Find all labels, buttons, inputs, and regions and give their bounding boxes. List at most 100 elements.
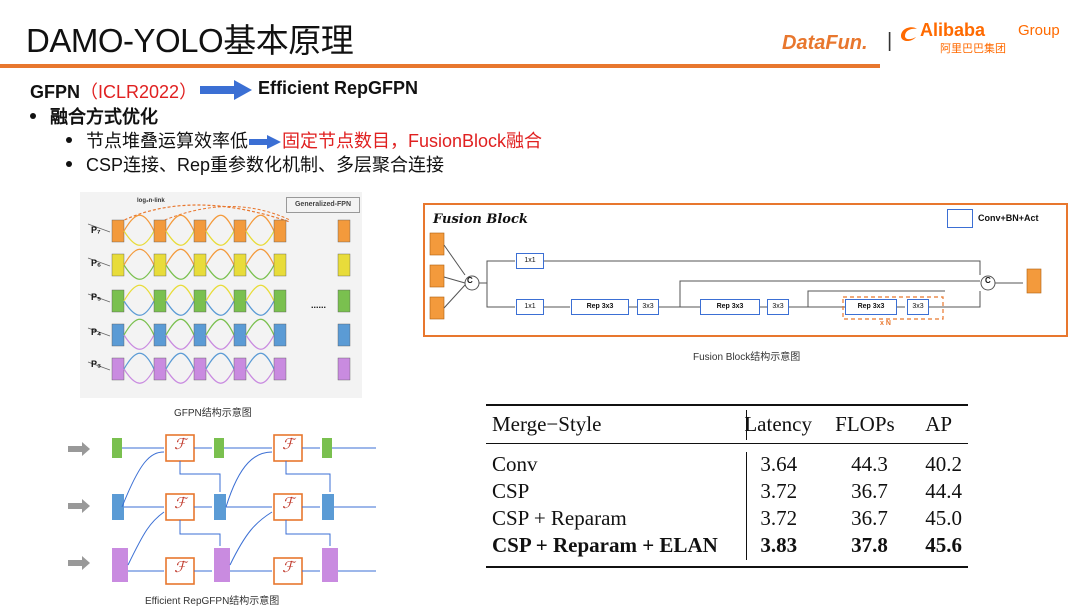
- feature-block: [153, 289, 167, 313]
- feature-block: [273, 357, 287, 381]
- cross-scale-link: [205, 318, 235, 336]
- feature-block: [111, 219, 125, 243]
- fusion-symbol: ℱ: [282, 494, 294, 512]
- fusion-symbol: ℱ: [174, 435, 186, 453]
- feature-block: [273, 253, 287, 277]
- cell-latency: 3.72: [760, 479, 798, 503]
- feature-block: [337, 357, 351, 381]
- level-p3: P₃: [91, 359, 102, 369]
- iclr-label: ICLR2022: [98, 82, 180, 102]
- cross-scale-link: [205, 248, 235, 266]
- cross-scale-link: [245, 230, 275, 246]
- feature-block: [233, 253, 247, 277]
- block-3x3-1: 3x3: [637, 299, 659, 315]
- header-latency: Latency: [744, 412, 812, 436]
- cell-style: Conv: [492, 452, 538, 476]
- cross-scale-link: [245, 334, 275, 350]
- cross-scale-link: [245, 214, 275, 232]
- fusion-symbol: ℱ: [174, 558, 186, 576]
- merge-style-table: Merge−Style Latency FLOPs AP Conv 3.64 4…: [486, 407, 968, 559]
- table-row: Conv 3.64 44.3 40.2: [486, 451, 968, 478]
- log-link-label: log₂n-link: [137, 198, 165, 204]
- gfpn-caption: GFPN结构示意图: [174, 408, 252, 419]
- feature-block: [233, 357, 247, 381]
- feature-block: [233, 323, 247, 347]
- cell-latency: 3.72: [760, 506, 798, 530]
- input-arrow: [87, 223, 111, 233]
- input-arrow: [87, 293, 111, 303]
- fusion-graphic: [429, 232, 1042, 320]
- cross-scale-link: [245, 300, 275, 316]
- input-arrow: [87, 327, 111, 337]
- cross-scale-link: [245, 352, 275, 370]
- cross-scale-link: [205, 284, 235, 302]
- level-p7: P₇: [91, 225, 101, 235]
- input-arrow: [87, 361, 111, 371]
- table-row: CSP + Reparam + ELAN 3.83 37.8 45.6: [486, 532, 968, 559]
- cross-scale-link: [123, 284, 155, 302]
- feature-block: [111, 357, 125, 381]
- cross-scale-link: [123, 230, 155, 246]
- block-3x3-3: 3x3: [907, 299, 929, 315]
- legend-box-icon: [947, 209, 973, 228]
- gfpn-label: GFPN: [30, 82, 81, 102]
- feature-block: [337, 323, 351, 347]
- cell-ap: 45.6: [925, 533, 962, 557]
- repeat-label: x N: [880, 320, 891, 327]
- bullet-main-text: 融合方式优化: [50, 107, 158, 127]
- cross-scale-link: [165, 284, 195, 302]
- right-arrow-icon: [249, 135, 281, 150]
- cross-scale-link: [165, 368, 195, 384]
- block-3x3-2: 3x3: [767, 299, 789, 315]
- cross-scale-link: [123, 352, 155, 370]
- gfpn-graphic: [87, 204, 351, 384]
- feature-block: [273, 219, 287, 243]
- header-rule: [0, 64, 880, 68]
- table-top-rule: [486, 404, 968, 406]
- feature-block: [193, 323, 207, 347]
- cell-flops: 36.7: [851, 506, 888, 530]
- gfpn-level-labels: P₇ P₆ P₅ P₄ P₃: [91, 213, 101, 382]
- gfpn-heading: GFPN（ICLR2022）: [30, 78, 197, 104]
- feature-block: [193, 253, 207, 277]
- feature-block: [337, 253, 351, 277]
- feature-block: [153, 323, 167, 347]
- feature-block: [153, 219, 167, 243]
- cross-scale-link: [123, 214, 155, 232]
- slide-title: DAMO-YOLO基本原理: [26, 22, 354, 59]
- cross-scale-link: [245, 318, 275, 336]
- feature-block: [337, 289, 351, 313]
- cross-scale-link: [123, 300, 155, 316]
- block-rep3x3-1: Rep 3x3: [571, 299, 629, 315]
- efficient-repgfpn-label: Efficient RepGFPN: [258, 78, 419, 98]
- cross-scale-link: [165, 334, 195, 350]
- bullet-sub2-text: CSP连接、Rep重参数化机制、多层聚合连接: [86, 155, 445, 175]
- cross-scale-link: [165, 214, 195, 232]
- alibaba-chinese-text: 阿里巴巴集团: [940, 43, 1006, 55]
- level-p5: P₅: [91, 292, 102, 302]
- header-flops: FLOPs: [835, 412, 895, 436]
- table-bottom-rule: [486, 566, 968, 568]
- fusion-symbol: ℱ: [282, 435, 294, 453]
- cell-flops: 36.7: [851, 479, 888, 503]
- cell-style: CSP: [492, 479, 530, 503]
- bullet-dot: [30, 113, 36, 120]
- cross-scale-link: [165, 264, 195, 280]
- cell-style: CSP + Reparam + ELAN: [492, 533, 718, 557]
- cell-style: CSP + Reparam: [492, 506, 627, 530]
- cell-flops: 44.3: [851, 452, 888, 476]
- feature-block: [193, 289, 207, 313]
- bullet-sub1-right: 固定节点数目，FusionBlock融合: [282, 131, 543, 151]
- cross-scale-link: [245, 248, 275, 266]
- fusion-title: Fusion Block: [433, 211, 528, 227]
- feature-block: [153, 253, 167, 277]
- fusion-symbol: ℱ: [174, 494, 186, 512]
- cross-scale-link: [245, 264, 275, 280]
- cross-scale-link: [123, 334, 155, 350]
- level-p6: P₆: [91, 258, 102, 268]
- gfpn-ellipsis: ......: [311, 300, 327, 310]
- block-rep3x3-2: Rep 3x3: [700, 299, 760, 315]
- generalized-fpn-legend: Generalized-FPN: [286, 197, 360, 213]
- cross-scale-link: [205, 300, 235, 316]
- cross-scale-link: [165, 248, 195, 266]
